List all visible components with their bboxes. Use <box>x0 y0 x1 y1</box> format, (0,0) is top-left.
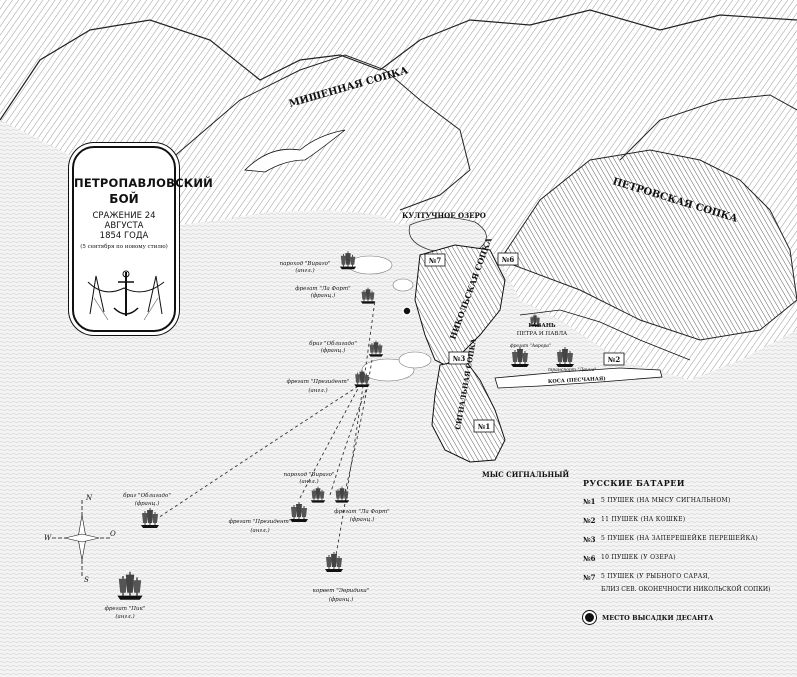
kultuchnoe-lake <box>408 217 487 253</box>
label-gavan-2: ПЕТРА И ПАВЛА <box>517 331 568 337</box>
svg-text:№2: №2 <box>608 355 621 364</box>
signalnaya-peninsula <box>431 359 506 463</box>
legend-text: 10 ПУШЕК (У ОЗЕРА) <box>601 554 676 561</box>
anchor-icon <box>87 270 165 321</box>
landing-dot-icon <box>583 611 596 624</box>
legend-title: РУССКИЕ БАТАРЕИ <box>583 478 685 488</box>
kosa-spit <box>494 367 663 389</box>
label-ship-1: пароход "Вираго" <box>280 261 331 267</box>
map-title-2: БОЙ <box>109 192 139 206</box>
label-ship-5-flag: (англ.) <box>299 478 318 485</box>
legend-row: №3 5 ПУШЕК (НА ЗАПЕРЕШЕЙКЕ ПЕРЕШЕЙКА) <box>583 535 793 544</box>
label-ship-5: пароход "Вираго" <box>284 472 335 478</box>
legend-row: №7 5 ПУШЕК (У РЫБНОГО САРАЯ, <box>583 573 793 582</box>
label-ship-9: корвет "Эвридика" <box>313 588 370 594</box>
legend-row7-continued: БЛИЗ СЕВ. ОКОНЕЧНОСТИ НИКОЛЬСКОЙ СОПКИ) <box>601 586 771 593</box>
legend: РУССКИЕ БАТАРЕИ №1 5 ПУШЕК (НА МЫСУ СИГН… <box>583 478 793 624</box>
svg-text:№1: №1 <box>478 422 491 431</box>
label-dvina: транспорт "Двина" <box>548 367 596 373</box>
svg-text:№6: №6 <box>502 255 515 264</box>
label-ship-2-flag: (франц.) <box>311 292 336 299</box>
legend-num: №6 <box>583 554 596 563</box>
battery-2: №2 <box>603 352 625 366</box>
battery-3: №3 <box>448 351 470 365</box>
mishennaya-slope <box>169 54 471 211</box>
landing-point <box>402 306 412 316</box>
title-cartouche: ПЕТРОПАВЛОВСКИЙ БОЙ СРАЖЕНИЕ 24 АВГУСТА … <box>72 146 214 332</box>
harbor-shore <box>519 309 691 361</box>
label-ship-9-flag: (франц.) <box>329 596 354 603</box>
legend-num: №3 <box>583 535 596 544</box>
compass-rose-icon <box>52 500 112 578</box>
battery-6: №6 <box>497 252 519 266</box>
label-gavan-1: ГАВАНЬ <box>528 323 556 329</box>
label-aurora: фрегат "Аврора" <box>510 342 551 349</box>
ship-routes <box>154 299 376 561</box>
hills-right <box>619 94 797 161</box>
map-subtitle-year: 1854 ГОДА <box>99 231 149 241</box>
legend-num: №1 <box>583 497 596 506</box>
battery-1: №1 <box>473 419 495 433</box>
label-ship-1-flag: (англ.) <box>295 267 314 274</box>
label-ship-3-flag: (франц.) <box>321 347 346 354</box>
map-title: ПЕТРОПАВЛОВСКИЙ <box>74 176 214 190</box>
label-ship-3: бриг "Облигадо" <box>309 340 357 347</box>
compass-o: O <box>110 530 116 538</box>
map-subtitle: СРАЖЕНИЕ 24 АВГУСТА <box>92 211 156 231</box>
label-kultuchnoe: КУЛТУЧНОЕ ОЗЕРО <box>402 211 486 220</box>
legend-num: №7 <box>583 573 596 582</box>
label-ship-7-flag: (англ.) <box>250 527 269 534</box>
seagull-icon <box>244 129 346 173</box>
petrovskaya-hill <box>499 149 797 341</box>
legend-row: №2 11 ПУШЕК (НА КОШКЕ) <box>583 516 793 525</box>
label-ship-6-flag: (франц.) <box>135 500 160 507</box>
label-ship-8: фрегат "Ла Форт" <box>334 508 389 515</box>
legend-text: 5 ПУШЕК (НА МЫСУ СИГНАЛЬНОМ) <box>601 497 731 504</box>
legend-row: №6 10 ПУШЕК (У ОЗЕРА) <box>583 554 793 563</box>
legend-text: 11 ПУШЕК (НА КОШКЕ) <box>601 516 686 523</box>
svg-text:№3: №3 <box>453 354 466 363</box>
mountain-ridge <box>0 9 797 121</box>
map-subtitle-note: (5 сентября по новому стилю) <box>80 244 168 250</box>
legend-landing: МЕСТО ВЫСАДКИ ДЕСАНТА <box>583 611 793 624</box>
legend-row: №1 5 ПУШЕК (НА МЫСУ СИГНАЛЬНОМ) <box>583 497 793 506</box>
nikolskaya-peninsula <box>414 244 506 366</box>
gun-smoke <box>347 255 432 382</box>
compass-s: S <box>84 576 89 584</box>
compass-w: W <box>44 534 52 542</box>
label-ship-6: бриг "Облигадо" <box>123 492 171 499</box>
legend-text: 5 ПУШЕК (У РЫБНОГО САРАЯ, <box>601 573 710 580</box>
compass-n: N <box>85 494 93 502</box>
legend-num: №2 <box>583 516 596 525</box>
legend-text: 5 ПУШЕК (НА ЗАПЕРЕШЕЙКЕ ПЕРЕШЕЙКА) <box>601 535 759 542</box>
label-mys-signalny: МЫС СИГНАЛЬНЫЙ <box>482 469 569 479</box>
label-kosa: КОСА (ПЕСЧАНАЯ) <box>548 375 606 385</box>
label-ship-10: фрегат "Пик" <box>105 605 146 612</box>
battery-7: №7 <box>424 253 446 267</box>
legend-landing-text: МЕСТО ВЫСАДКИ ДЕСАНТА <box>602 613 714 622</box>
label-ship-10-flag: (англ.) <box>115 613 134 620</box>
label-ship-4: фрегат "Президент" <box>287 378 350 385</box>
label-ship-8-flag: (франц.) <box>350 516 375 523</box>
label-ship-2: фрегат "Ла Форт" <box>295 285 350 292</box>
svg-text:№7: №7 <box>429 256 442 265</box>
label-ship-4-flag: (англ.) <box>308 387 327 394</box>
label-ship-7: фрегат "Президент" <box>229 518 292 525</box>
